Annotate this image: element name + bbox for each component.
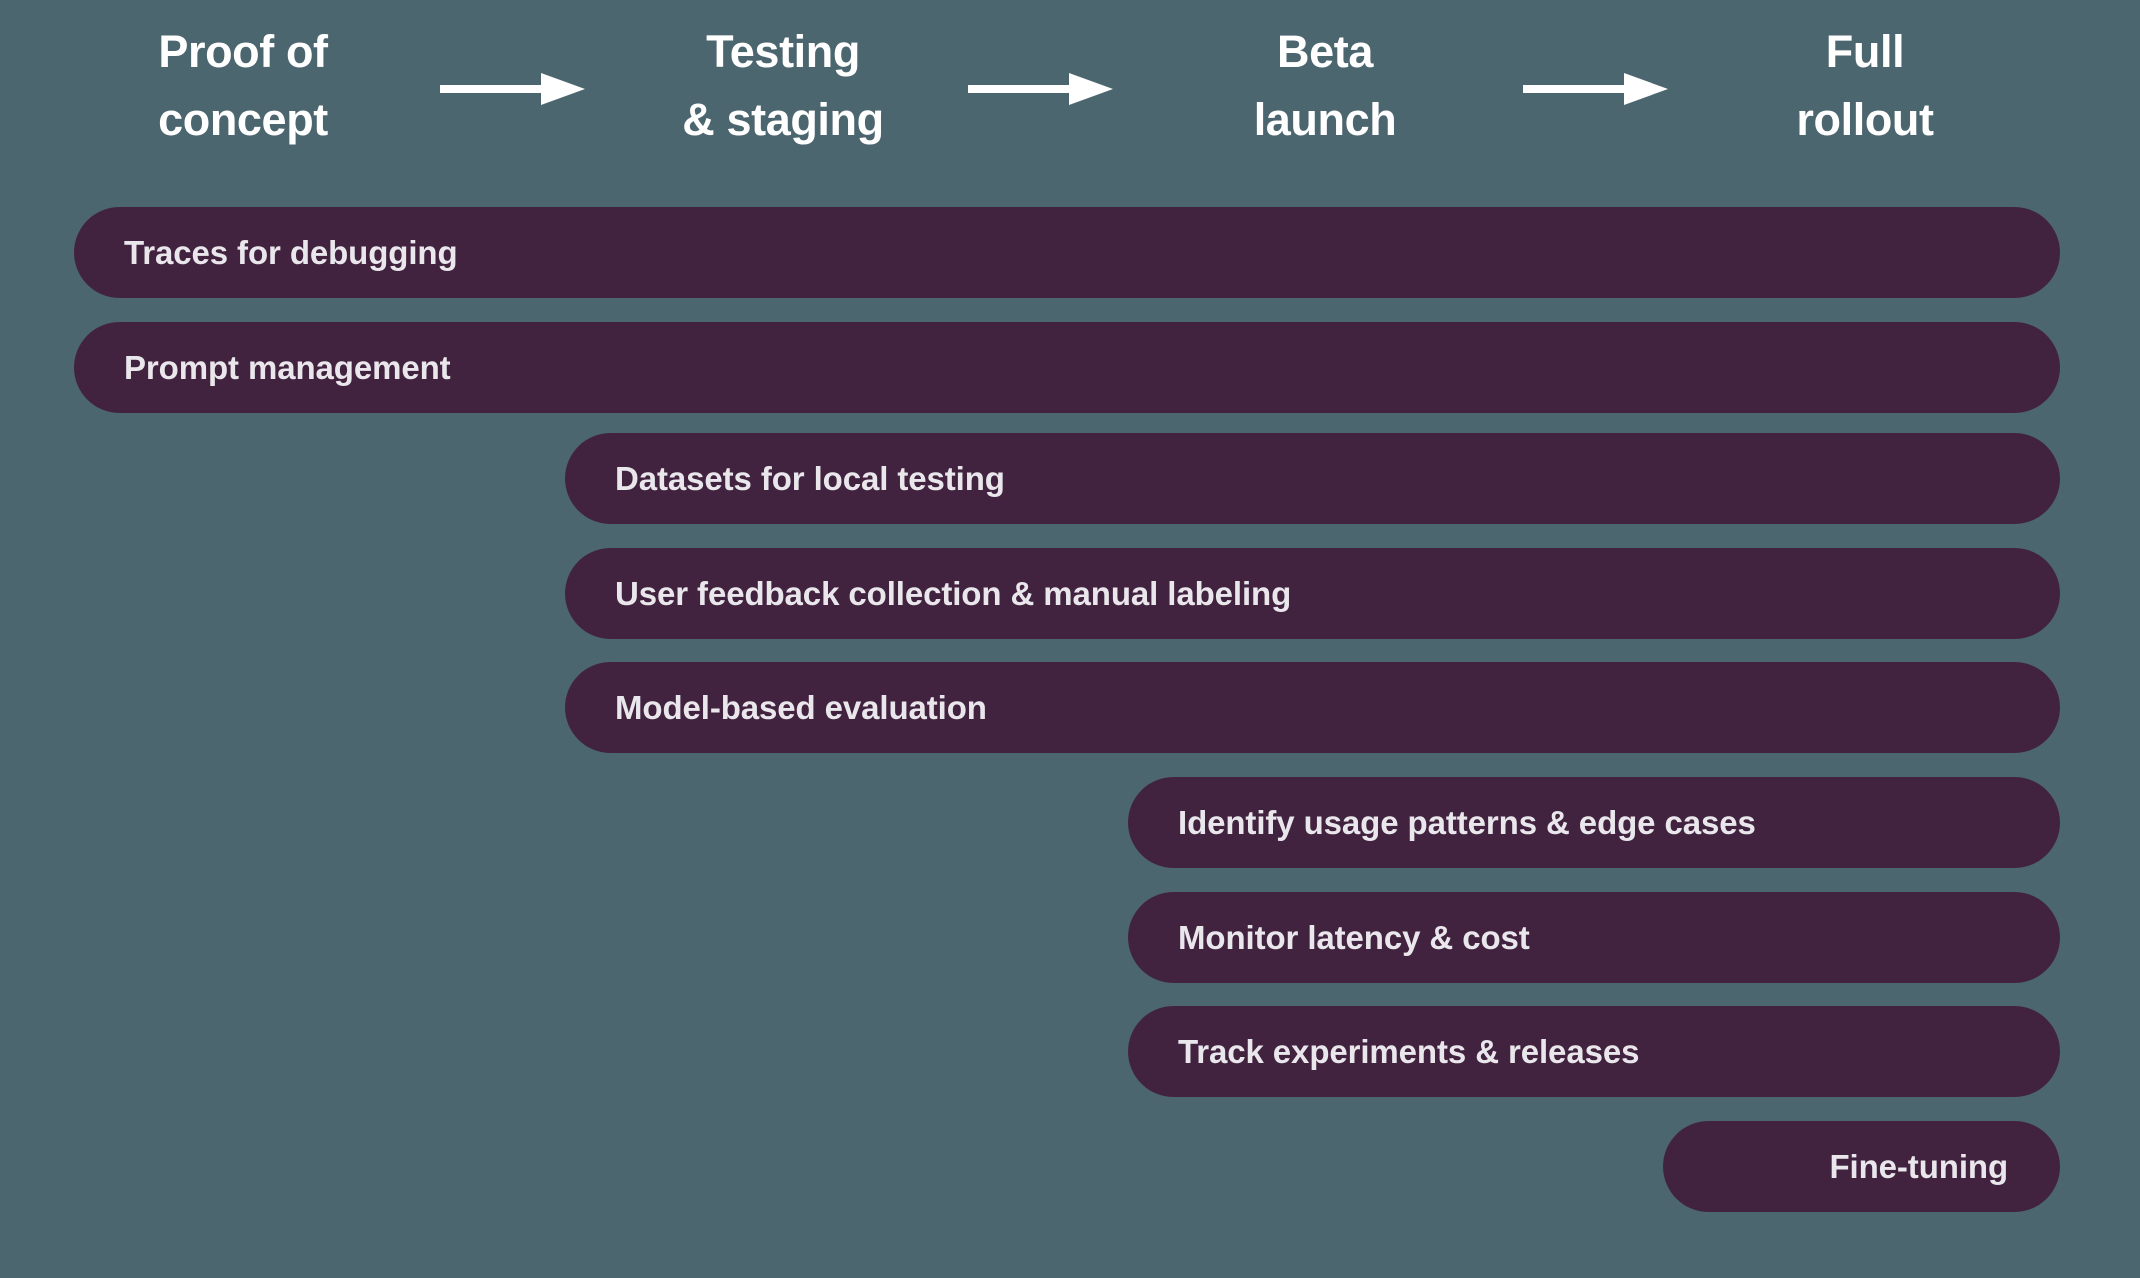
capability-bar-label: Monitor latency & cost	[1178, 919, 1530, 956]
capability-bar[interactable]: Datasets for local testing	[565, 433, 2060, 524]
phase-label-1: Proof of concept	[158, 26, 328, 145]
capability-bar[interactable]: User feedback collection & manual labeli…	[565, 548, 2060, 639]
phase-transition-arrow-icon-1	[440, 72, 585, 106]
capability-bar-label: Identify usage patterns & edge cases	[1178, 804, 1756, 841]
phase-transition-arrow-icon-2	[968, 72, 1113, 106]
capability-bar-label: User feedback collection & manual labeli…	[615, 575, 1292, 612]
phase-transition-arrow-icon-3	[1523, 72, 1668, 106]
capability-bar[interactable]: Track experiments & releases	[1128, 1006, 2060, 1097]
phase-label-4: Full rollout	[1796, 26, 1934, 145]
capability-bar[interactable]: Model-based evaluation	[565, 662, 2060, 753]
capability-bar-label: Prompt management	[124, 349, 451, 386]
phase-label-3: Beta launch	[1253, 26, 1397, 145]
phase-label-2: Testing & staging	[682, 26, 884, 145]
capability-bar-label: Track experiments & releases	[1178, 1033, 1640, 1070]
capability-bar[interactable]: Monitor latency & cost	[1128, 892, 2060, 983]
capability-bar-label: Model-based evaluation	[615, 689, 987, 726]
capability-bar[interactable]: Prompt management	[74, 322, 2060, 413]
capability-bar-label: Datasets for local testing	[615, 460, 1005, 497]
capability-bar[interactable]: Fine-tuning	[1663, 1121, 2060, 1212]
capability-bar[interactable]: Traces for debugging	[74, 207, 2060, 298]
capability-bar[interactable]: Identify usage patterns & edge cases	[1128, 777, 2060, 868]
phase-header-row: Proof of concept Testing & staging Beta la…	[0, 0, 2140, 190]
capability-bar-label: Fine-tuning	[1829, 1148, 2008, 1185]
capability-bar-label: Traces for debugging	[124, 234, 458, 271]
